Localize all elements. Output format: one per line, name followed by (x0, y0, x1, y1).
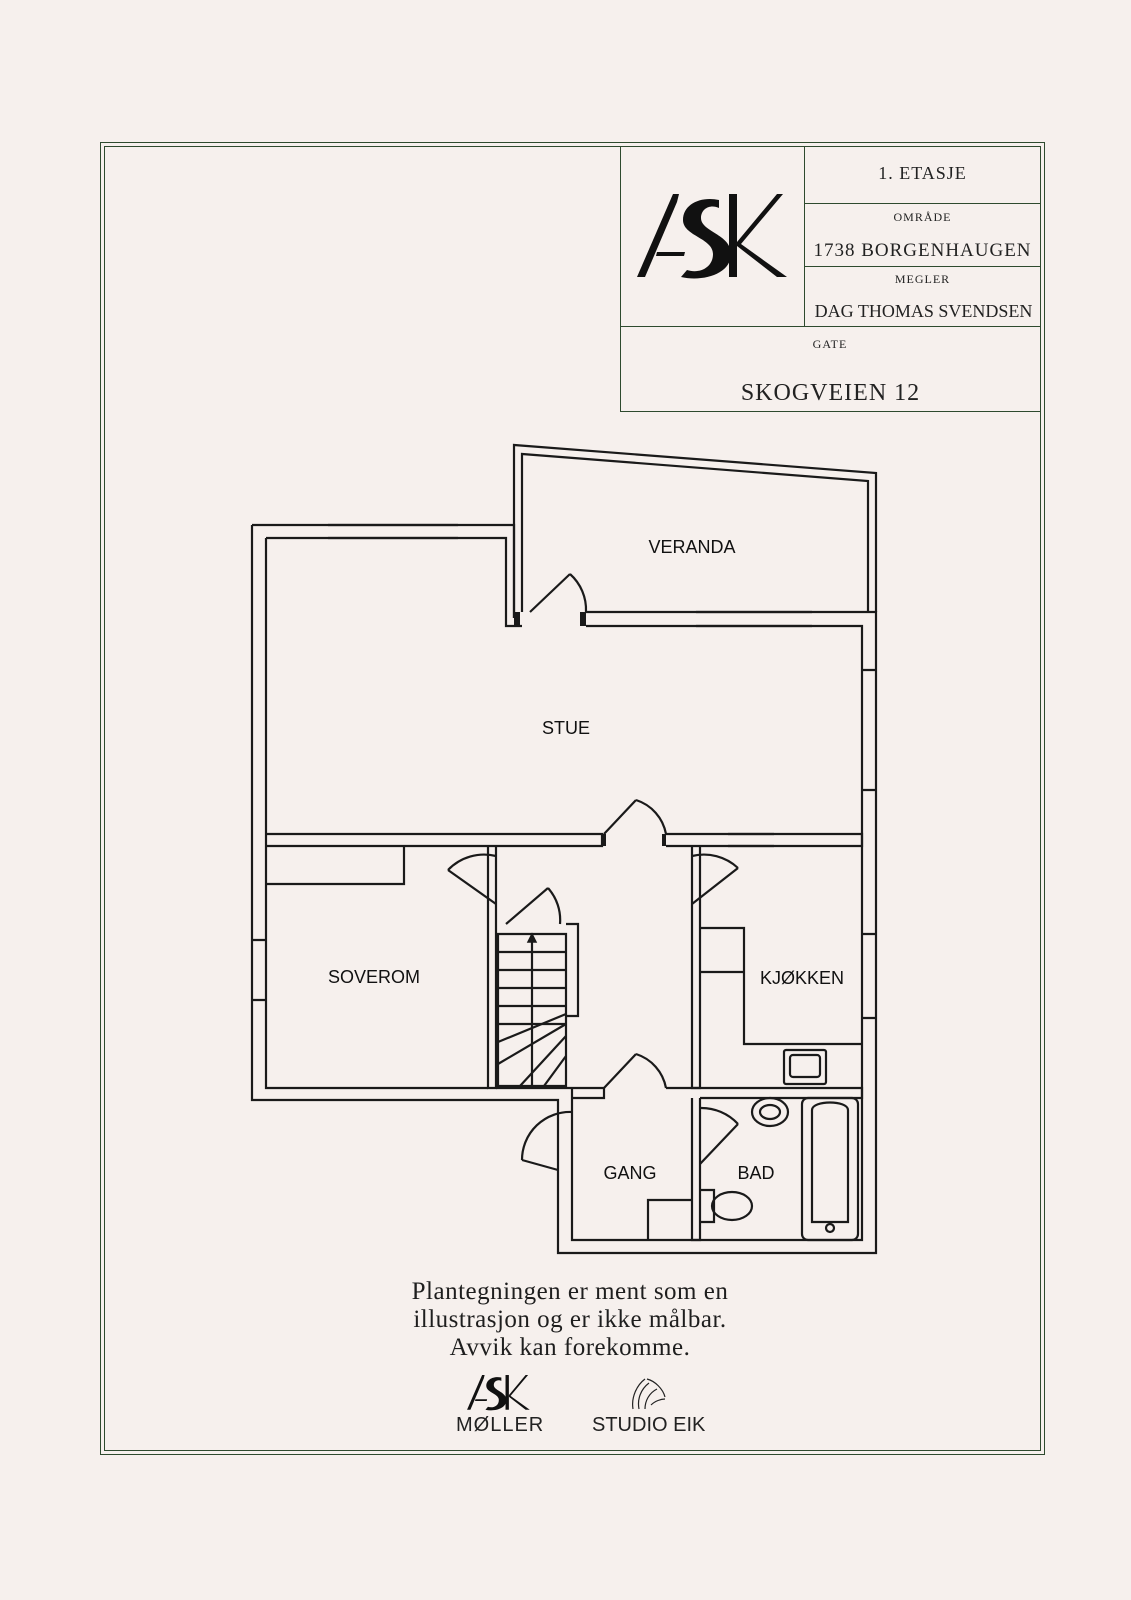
room-label-stue: STUE (542, 718, 590, 738)
room-label-gang: GANG (603, 1163, 656, 1183)
room-label-soverom: SOVEROM (328, 967, 420, 987)
agent-label: MEGLER (894, 272, 951, 286)
ask-moller-label: MØLLER (456, 1414, 545, 1436)
area-label: OMRÅDE (893, 210, 952, 224)
ask-moller-logo (467, 1375, 530, 1411)
disclaimer-line-2: illustrasjon og er ikke målbar. (413, 1306, 727, 1333)
studio-eik-emblem-icon (632, 1378, 666, 1410)
agent-value: DAG THOMAS SVENDSEN (814, 301, 1033, 321)
street-label: GATE (812, 337, 848, 351)
street-value: SKOGVEIEN 12 (740, 380, 921, 406)
disclaimer: Plantegningen er ment som en illustrasjo… (360, 1278, 780, 1362)
studio-eik-label: STUDIO EIK (592, 1414, 706, 1436)
page-border-outer (100, 142, 1045, 1455)
ask-logo (637, 194, 787, 279)
room-label-bad: BAD (737, 1163, 774, 1183)
page-border-inner (104, 146, 1041, 1451)
floor-label: 1. ETASJE (878, 163, 967, 183)
room-label-kjokken: KJØKKEN (760, 968, 844, 988)
disclaimer-line-1: Plantegningen er ment som en (411, 1278, 729, 1305)
room-label-veranda: VERANDA (648, 537, 735, 557)
area-value: 1738 BORGENHAUGEN (813, 240, 1032, 261)
disclaimer-line-3: Avvik kan forekomme. (449, 1334, 691, 1361)
